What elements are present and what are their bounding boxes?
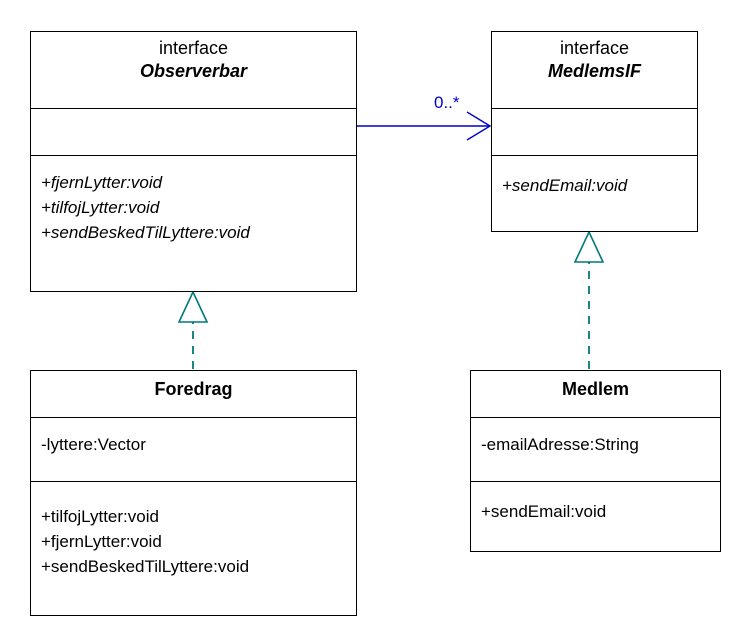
medlemsif-operation-list: +sendEmail:void (492, 173, 697, 198)
class-box-foredrag[interactable]: Foredrag -lyttere:Vector +tilfojLytter:v… (30, 370, 357, 616)
member-item: +sendEmail:void (502, 176, 628, 195)
realization-hollow-triangle (573, 230, 605, 263)
foredrag-attribute-list: -lyttere:Vector (31, 432, 356, 457)
member-item: +sendBeskedTilLyttere:void (41, 557, 250, 576)
observerbar-name: Observerbar (139, 60, 248, 81)
class-box-medlemsif[interactable]: interface MedlemsIF +sendEmail:void (491, 31, 698, 232)
member-item: +sendEmail:void (481, 502, 607, 521)
foredrag-header-compartment: Foredrag (31, 371, 356, 418)
medlem-attributes-compartment: -emailAdresse:String (471, 418, 720, 482)
realization-hollow-triangle (177, 290, 209, 323)
medlemsif-attributes-compartment (492, 109, 697, 156)
realization-medlem-medlemsif (573, 230, 605, 369)
medlem-attribute-list: -emailAdresse:String (471, 432, 720, 457)
member-item: +fjernLytter:void (41, 173, 163, 192)
association-multiplicity-label: 0..* (434, 93, 460, 112)
medlemsif-name: MedlemsIF (547, 60, 642, 81)
foredrag-operations-compartment: +tilfojLytter:void +fjernLytter:void +se… (31, 482, 356, 616)
medlemsif-header-compartment: interface MedlemsIF (492, 32, 697, 109)
observerbar-operation-list: +fjernLytter:void +tilfojLytter:void +se… (31, 170, 356, 245)
observerbar-header-compartment: interface Observerbar (31, 32, 356, 109)
foredrag-name: Foredrag (154, 379, 233, 399)
member-item: -lyttere:Vector (41, 435, 146, 454)
member-item: +tilfojLytter:void (41, 507, 159, 526)
member-item: +fjernLytter:void (41, 532, 162, 551)
member-item: +sendBeskedTilLyttere:void (41, 223, 250, 242)
observerbar-operations-compartment: +fjernLytter:void +tilfojLytter:void +se… (31, 156, 356, 291)
association-observerbar-medlemsif (357, 111, 492, 141)
medlem-operation-list: +sendEmail:void (471, 499, 720, 524)
class-box-medlem[interactable]: Medlem -emailAdresse:String +sendEmail:v… (470, 370, 721, 552)
association-open-arrowhead (466, 111, 492, 141)
member-item: -emailAdresse:String (481, 435, 639, 454)
foredrag-operation-list: +tilfojLytter:void +fjernLytter:void +se… (31, 504, 356, 579)
foredrag-attributes-compartment: -lyttere:Vector (31, 418, 356, 482)
medlem-header-compartment: Medlem (471, 371, 720, 418)
medlemsif-operations-compartment: +sendEmail:void (492, 156, 697, 231)
observerbar-stereotype: interface (158, 38, 229, 58)
member-item: +tilfojLytter:void (41, 198, 160, 217)
medlem-name: Medlem (561, 379, 630, 399)
medlemsif-stereotype: interface (559, 38, 630, 58)
observerbar-attributes-compartment (31, 109, 356, 156)
realization-foredrag-observerbar (177, 290, 209, 369)
medlem-operations-compartment: +sendEmail:void (471, 482, 720, 552)
class-box-observerbar[interactable]: interface Observerbar +fjernLytter:void … (30, 31, 357, 292)
